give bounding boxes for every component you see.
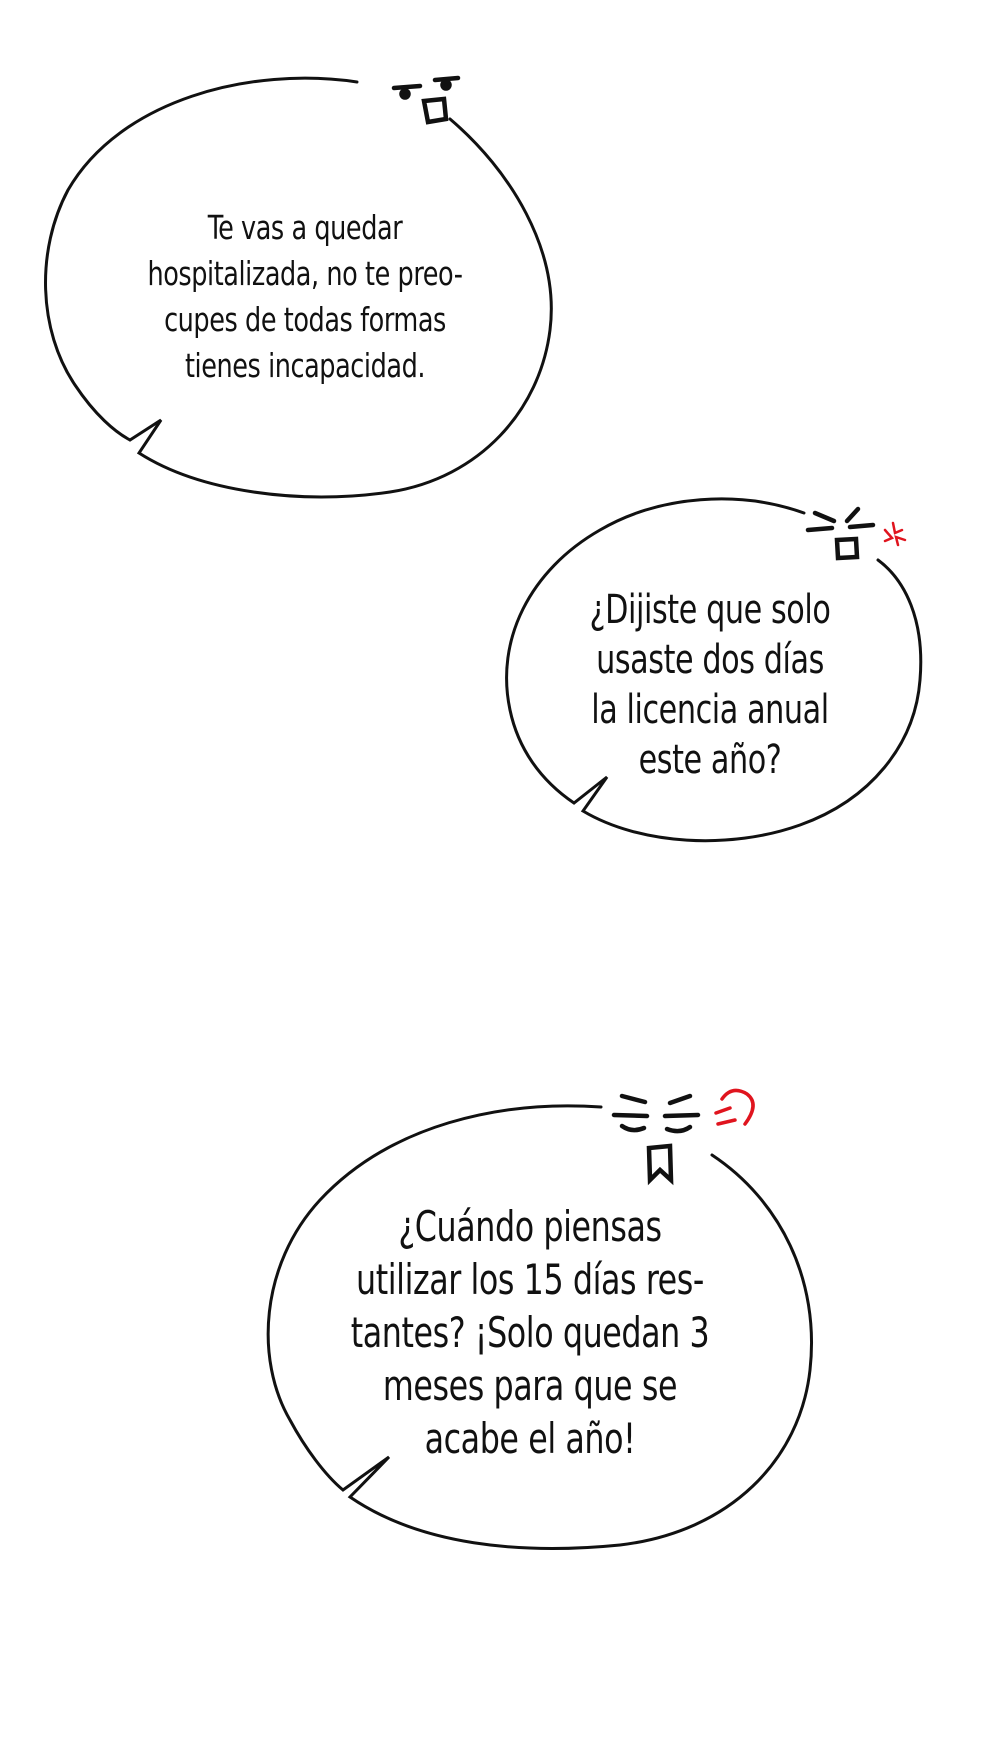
bubble-3-text: ¿Cuándo piensas utilizar los 15 días res…: [337, 1200, 723, 1465]
shocked-face-icon: [391, 75, 461, 125]
angry-face-icon: [805, 506, 876, 561]
dialogue-line: cupes de todas formas: [164, 300, 446, 339]
dialogue-line: tantes? ¡Solo quedan 3: [350, 1308, 710, 1357]
dialogue-line: acabe el año!: [424, 1414, 636, 1463]
dialogue-line: la licencia anual: [591, 687, 829, 733]
dialogue-line: hospitalizada, no te preo-: [147, 254, 463, 293]
dialogue-line: ¿Cuándo piensas: [398, 1202, 662, 1251]
dialogue-line: utilizar los 15 días res-: [356, 1255, 704, 1304]
shouting-face-icon: [611, 1093, 701, 1186]
dialogue-line: usaste dos días: [596, 637, 824, 683]
dialogue-line: ¿Dijiste que solo: [589, 587, 831, 633]
dialogue-line: meses para que se: [382, 1361, 678, 1410]
dialogue-line: tienes incapacidad.: [184, 346, 426, 385]
dialogue-line: este año?: [638, 737, 782, 783]
puff-icon: [714, 1088, 755, 1126]
bubble-2-text: ¿Dijiste que solo usaste dos días la lic…: [571, 585, 848, 785]
bubble-1-text: Te vas a quedar hospitalizada, no te pre…: [137, 205, 472, 389]
dialogue-line: Te vas a quedar: [207, 208, 403, 247]
anger-vein-icon: [883, 521, 907, 547]
